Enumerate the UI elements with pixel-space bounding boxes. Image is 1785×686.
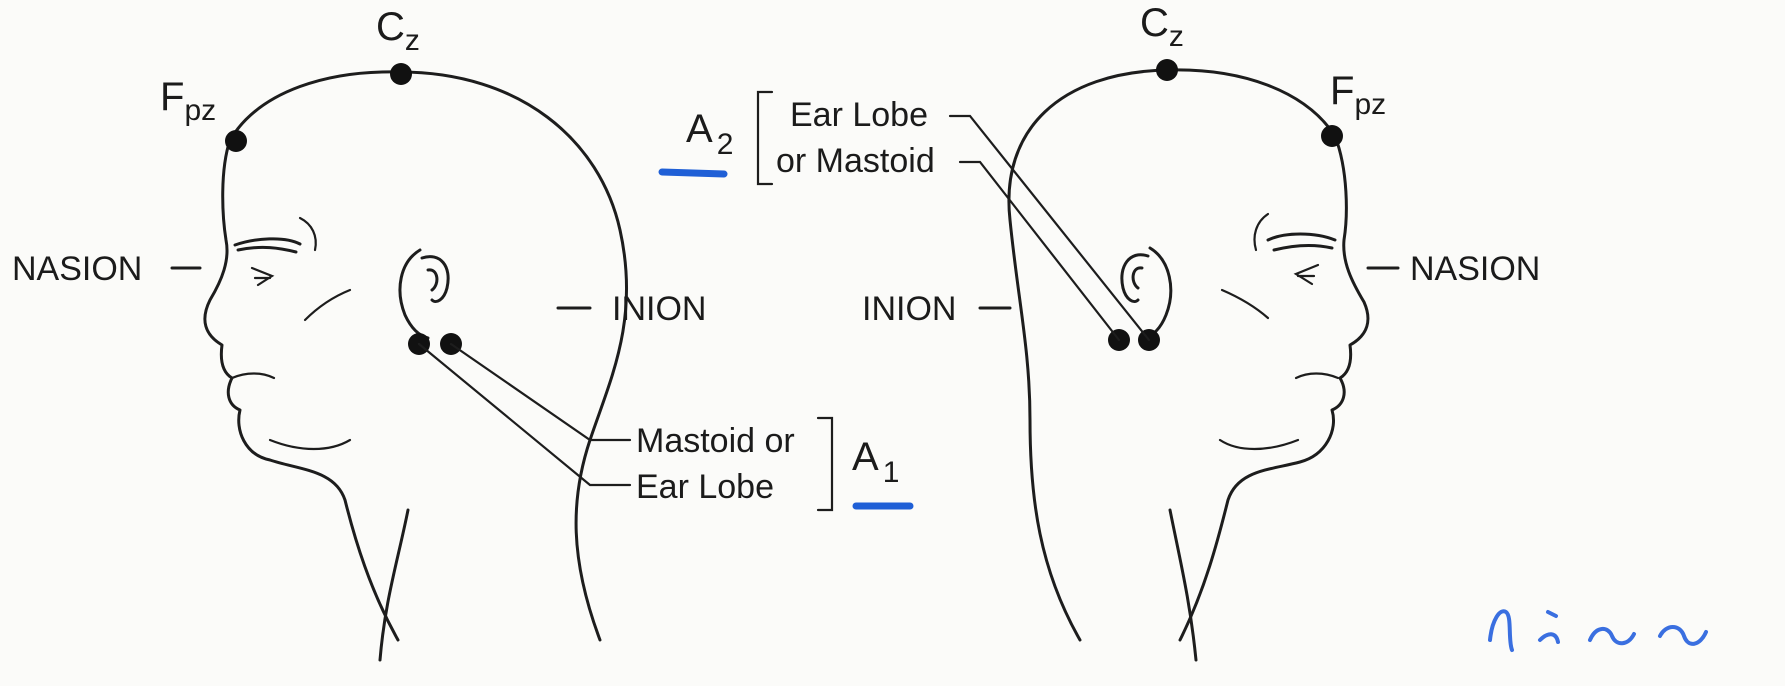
right-nasion-label: NASION	[1410, 250, 1540, 288]
right-neck-line	[1170, 510, 1196, 660]
right-forehead-crease	[1255, 214, 1269, 250]
left-neck-line	[380, 510, 408, 660]
right-cz-electrode	[1156, 59, 1178, 81]
right-eye	[1296, 265, 1318, 284]
left-cz-electrode	[390, 63, 412, 85]
right-ear-label-line2: or Mastoid	[776, 142, 935, 180]
left-jaw-line	[270, 440, 350, 449]
left-fpz-label: Fpz	[160, 75, 216, 127]
right-ear-bracket	[758, 92, 772, 184]
right-mastoid-leader	[960, 162, 1119, 340]
left-ear-label-line2: Ear Lobe	[636, 468, 774, 506]
left-eye	[252, 268, 272, 285]
right-fpz-label: Fpz	[1330, 69, 1386, 121]
right-face-profile	[1180, 136, 1368, 640]
left-mouth-line	[232, 374, 274, 379]
right-fpz-electrode	[1321, 125, 1343, 147]
right-inion-label: INION	[862, 290, 956, 328]
left-ear-label-line1: Mastoid or	[636, 422, 795, 460]
left-head-outline	[230, 72, 627, 640]
right-ear	[1122, 248, 1171, 338]
left-eyebrow	[235, 239, 300, 252]
left-ear-bracket	[818, 418, 832, 510]
right-ear-label-line1: Ear Lobe	[790, 96, 928, 134]
right-mouth-line	[1296, 374, 1338, 379]
left-forehead-crease	[300, 218, 316, 250]
right-head-outline	[1009, 70, 1335, 640]
right-eyebrow	[1268, 234, 1335, 250]
left-nasion-label: NASION	[12, 250, 142, 288]
handwritten-ink-mark	[1490, 611, 1706, 650]
left-inion-label: INION	[612, 290, 706, 328]
right-cz-label: Cz	[1140, 1, 1184, 53]
right-cheek-line	[1222, 290, 1268, 318]
left-ear	[400, 250, 448, 338]
left-cheek-line	[305, 290, 350, 320]
right-earlobe-leader	[950, 116, 1149, 340]
left-face-profile	[205, 140, 398, 640]
right-head	[1009, 70, 1368, 660]
right-jaw-line	[1220, 440, 1298, 449]
left-cz-label: Cz	[376, 5, 420, 57]
left-head	[205, 72, 627, 660]
left-fpz-electrode	[225, 130, 247, 152]
a2-highlight-mark	[662, 172, 724, 174]
